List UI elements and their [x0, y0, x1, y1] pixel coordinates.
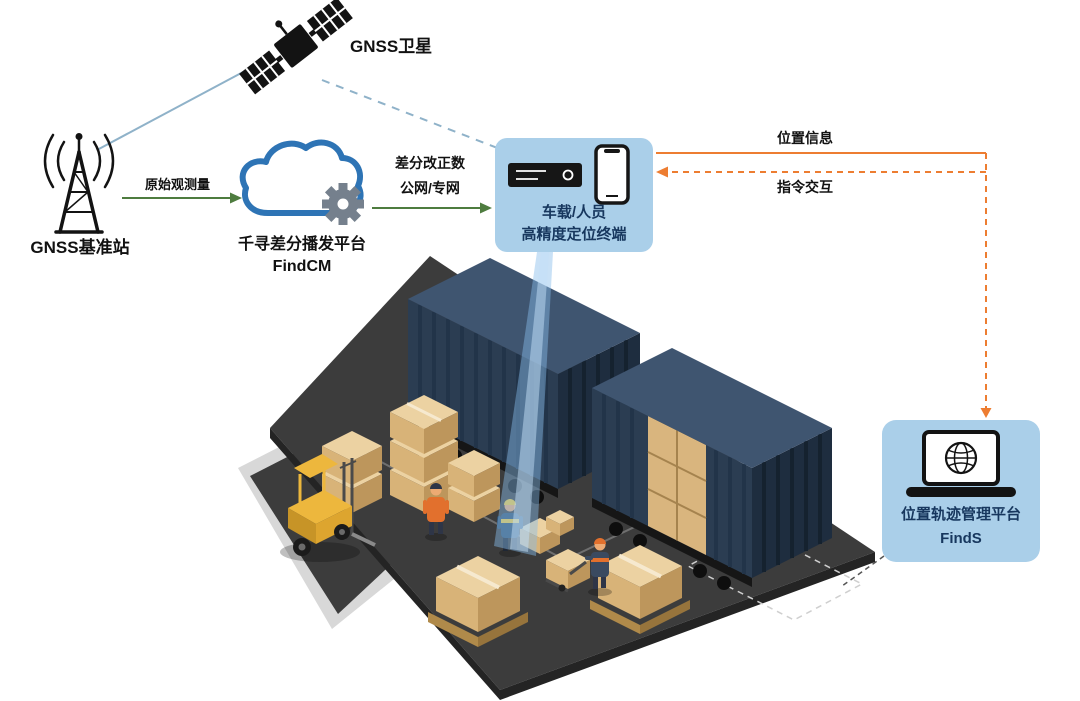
- platform-side-right: [500, 552, 875, 700]
- container-2-open-door: [647, 416, 707, 555]
- geofence-outline: [686, 529, 864, 621]
- pallet-center: [428, 556, 528, 647]
- container-2-chassis: [592, 496, 752, 590]
- satellite-links: [96, 63, 501, 151]
- finds-subtitle: FindS: [940, 530, 982, 547]
- correction-label-1: 差分改正数: [395, 155, 465, 171]
- finds-connector: [841, 555, 885, 587]
- command-arrowhead: [656, 166, 668, 178]
- worker-3-pallet-jack: [545, 538, 612, 596]
- laptop-globe-icon: [906, 430, 1016, 497]
- position-info-label: 位置信息: [777, 130, 833, 146]
- terminal-label-1: 车载/人员: [541, 204, 607, 221]
- findcm-cloud-icon: [239, 139, 364, 225]
- correction-arrow: [372, 202, 492, 214]
- pallet-right: [590, 545, 690, 634]
- findcm-title: 千寻差分播发平台: [237, 236, 366, 253]
- container-2: [592, 348, 832, 578]
- worker-1: [423, 483, 449, 541]
- smartphone-icon: [594, 144, 630, 205]
- position-info-link: [656, 152, 987, 408]
- terminal-label-2: 高精度定位终端: [521, 226, 627, 243]
- forklift-icon: [280, 454, 376, 562]
- gnss-satellite-icon: [239, 0, 353, 95]
- positioning-beam-core: [510, 252, 549, 552]
- satellite-label: GNSS卫星: [350, 37, 433, 56]
- pallet-stack-b: [390, 395, 458, 512]
- correction-label-2: 公网/专网: [400, 180, 460, 196]
- command-label: 指令交互: [777, 179, 833, 195]
- finds-title: 位置轨迹管理平台: [900, 506, 1021, 523]
- warehouse-scene: [238, 252, 875, 700]
- raw-observation-arrow: [122, 192, 242, 204]
- gnss-base-station-icon: [43, 133, 115, 234]
- findcm-subtitle: FindCM: [272, 258, 332, 275]
- position-info-arrowhead: [980, 408, 992, 418]
- base-station-label: GNSS基准站: [30, 238, 130, 257]
- pallet-stack-c: [448, 450, 500, 522]
- gear-icon: [322, 183, 364, 225]
- vehicle-terminal-icon: [508, 163, 582, 187]
- raw-observation-label: 原始观测量: [144, 177, 210, 192]
